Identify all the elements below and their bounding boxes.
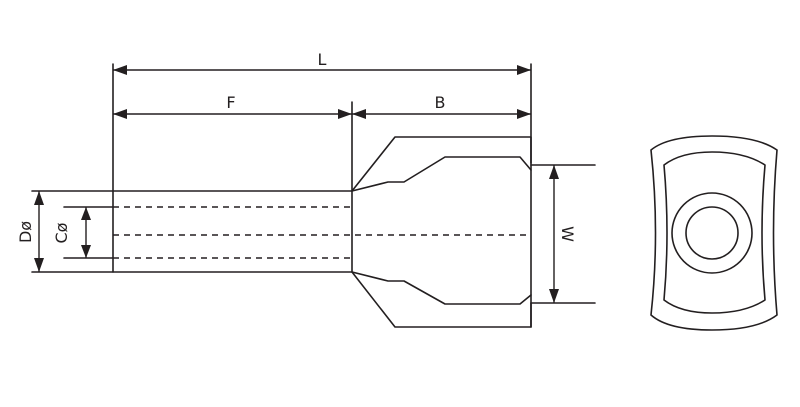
- dimension-annotations: L F B Dø Cø W: [16, 50, 596, 304]
- label-L: L: [318, 50, 327, 69]
- collar-outer-top: [351, 136, 532, 192]
- arrowhead: [549, 165, 559, 179]
- ferrule-side-view: [31, 63, 532, 328]
- end-view-tube-outer-circle: [671, 192, 753, 274]
- arrowhead: [81, 207, 91, 220]
- arrowhead: [352, 109, 366, 119]
- end-view-inner-outline: [663, 151, 766, 314]
- end-view-tube-inner-circle: [685, 206, 739, 260]
- arrowhead: [113, 109, 127, 119]
- label-C: Cø: [52, 222, 71, 243]
- arrowhead: [34, 191, 44, 205]
- ferrule-end-view: [650, 135, 778, 331]
- arrowhead: [113, 65, 127, 75]
- collar-inner-top: [351, 156, 532, 192]
- label-W: W: [558, 226, 577, 242]
- label-B: B: [435, 93, 446, 112]
- arrowhead: [517, 109, 531, 119]
- arrowhead: [81, 245, 91, 258]
- label-D: Dø: [16, 221, 35, 243]
- collar-outer-bottom: [351, 271, 532, 328]
- arrowhead: [338, 109, 352, 119]
- arrowhead: [549, 289, 559, 303]
- end-view-outer-outline: [650, 135, 778, 331]
- arrowhead: [517, 65, 531, 75]
- arrowhead: [34, 258, 44, 272]
- collar-inner-bottom: [351, 271, 532, 305]
- label-F: F: [226, 93, 235, 112]
